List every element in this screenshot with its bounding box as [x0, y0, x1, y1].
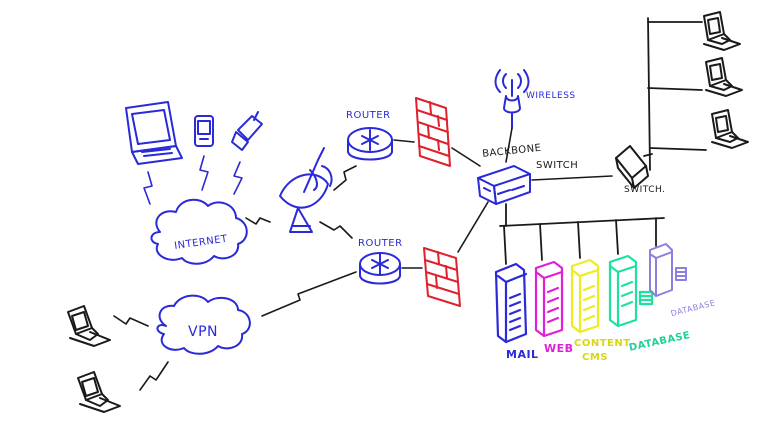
computer-icon	[711, 109, 749, 149]
cloud-icon	[156, 294, 251, 355]
backbone-to-switch-link	[531, 175, 613, 181]
cloud-icon	[150, 198, 248, 265]
remote-link	[113, 315, 169, 391]
database-label: DATABASE	[628, 330, 691, 354]
wireless-link	[143, 155, 243, 205]
computer-icon	[77, 371, 121, 413]
firewall-icon	[423, 247, 461, 307]
server-icon	[494, 262, 528, 344]
mail-label: MAIL	[506, 348, 539, 361]
computer-icon	[705, 57, 743, 97]
router-icon	[347, 127, 393, 161]
content-label-line1: CONTENT	[574, 338, 631, 349]
internet-to-dish-link	[245, 217, 271, 225]
vpn-to-router-link	[261, 271, 357, 317]
dish-to-router-link	[319, 165, 357, 239]
database-small-label: DATABASE	[670, 298, 717, 318]
flip-phone-icon	[231, 111, 263, 151]
client-bus	[643, 17, 707, 171]
laptop-icon	[125, 101, 183, 165]
internet-label: INTERNET	[174, 234, 229, 252]
router-bottom-label: ROUTER	[358, 238, 403, 249]
vpn-label: VPN	[188, 324, 218, 340]
router-to-firewall-link	[393, 139, 423, 269]
content-label-line2: CMS	[582, 352, 608, 363]
phone-icon	[194, 115, 214, 147]
switch-icon	[615, 145, 649, 189]
firewall-icon	[415, 97, 451, 167]
satellite-dish-icon	[279, 147, 333, 233]
antenna-icon	[494, 69, 530, 129]
switch-icon	[477, 165, 531, 205]
server-icon	[570, 258, 600, 334]
server-bus	[499, 203, 665, 265]
server-icon	[649, 243, 687, 297]
router-top-label: ROUTER	[346, 110, 391, 121]
antenna-to-backbone-link	[505, 127, 513, 163]
backbone-label-line2: SWITCH	[536, 160, 578, 171]
router-icon	[359, 252, 401, 285]
backbone-label-line1: BACKBONE	[482, 143, 542, 160]
computer-icon	[67, 305, 111, 347]
server-icon	[608, 254, 654, 328]
web-label: WEB	[544, 342, 574, 355]
wireless-label: WIRELESS	[526, 91, 576, 101]
switch-label: SWITCH.	[624, 185, 666, 195]
server-icon	[534, 260, 564, 338]
computer-icon	[703, 11, 741, 51]
firewall-to-backbone-link	[451, 147, 489, 253]
